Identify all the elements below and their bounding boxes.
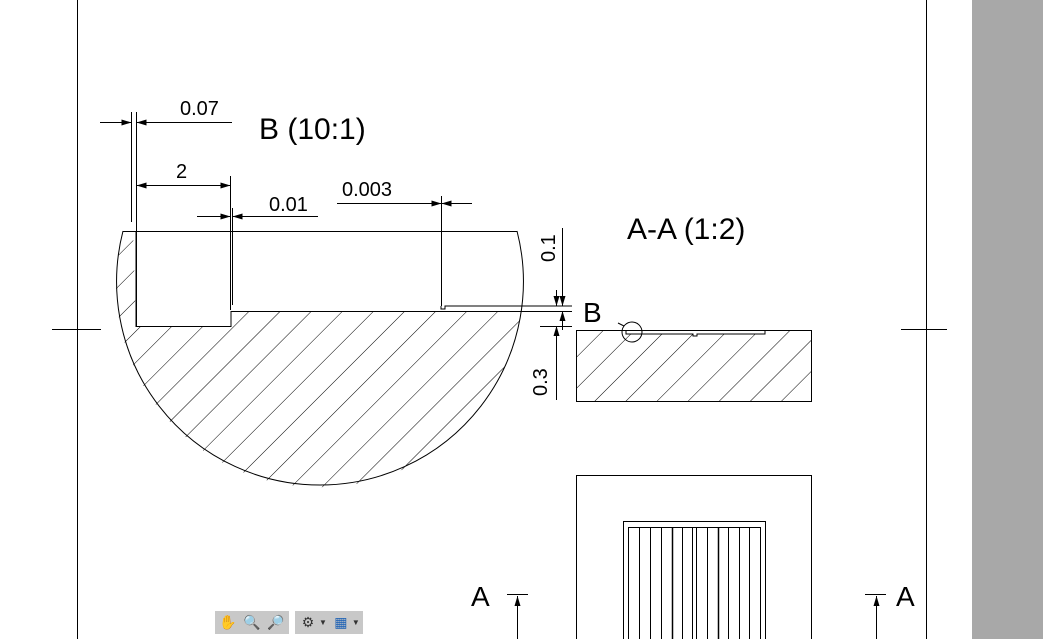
plan-view <box>576 475 812 639</box>
detail-marker: B <box>583 297 602 328</box>
dim-0.3: 0.3 <box>530 368 552 396</box>
chevron-down-icon[interactable]: ▼ <box>319 618 327 627</box>
dim-2: 2 <box>176 161 187 183</box>
dim-0.003: 0.003 <box>342 179 392 201</box>
section-a-a-view <box>576 321 812 402</box>
zoom-extents-icon[interactable]: 🔎 <box>267 614 285 630</box>
dim-0.07: 0.07 <box>180 98 219 120</box>
chevron-down-icon[interactable]: ▼ <box>351 618 360 627</box>
dim-0.01: 0.01 <box>269 194 308 216</box>
section-marker-left: A <box>471 581 490 612</box>
detail-title: B (10:1) <box>259 113 366 146</box>
drawing-canvas[interactable]: 0.07 2 0.01 0.003 0.1 0.3 B (10:1) A-A (… <box>0 0 972 639</box>
viewcube-settings-icon[interactable]: ⚙ <box>301 614 315 630</box>
side-panel[interactable] <box>972 0 1043 639</box>
display-mode-icon[interactable]: ▦ <box>334 614 348 630</box>
section-marker-right: A <box>896 581 915 612</box>
dimension-lines <box>100 119 572 400</box>
zoom-window-icon[interactable]: 🔍 <box>243 614 261 630</box>
section-title: A-A (1:2) <box>627 213 745 246</box>
frame-lines <box>52 0 947 639</box>
nav-group-settings: ⚙ ▼ ▦ ▼ <box>295 611 363 634</box>
section-marker-arrows <box>507 594 886 639</box>
nav-group-view: ✋ 🔍 🔎 <box>215 611 289 634</box>
navigation-bar: ✋ 🔍 🔎 ⚙ ▼ ▦ ▼ <box>215 611 363 634</box>
detail-b-view <box>116 112 572 488</box>
pan-icon[interactable]: ✋ <box>219 614 237 630</box>
dim-0.1: 0.1 <box>538 234 560 262</box>
